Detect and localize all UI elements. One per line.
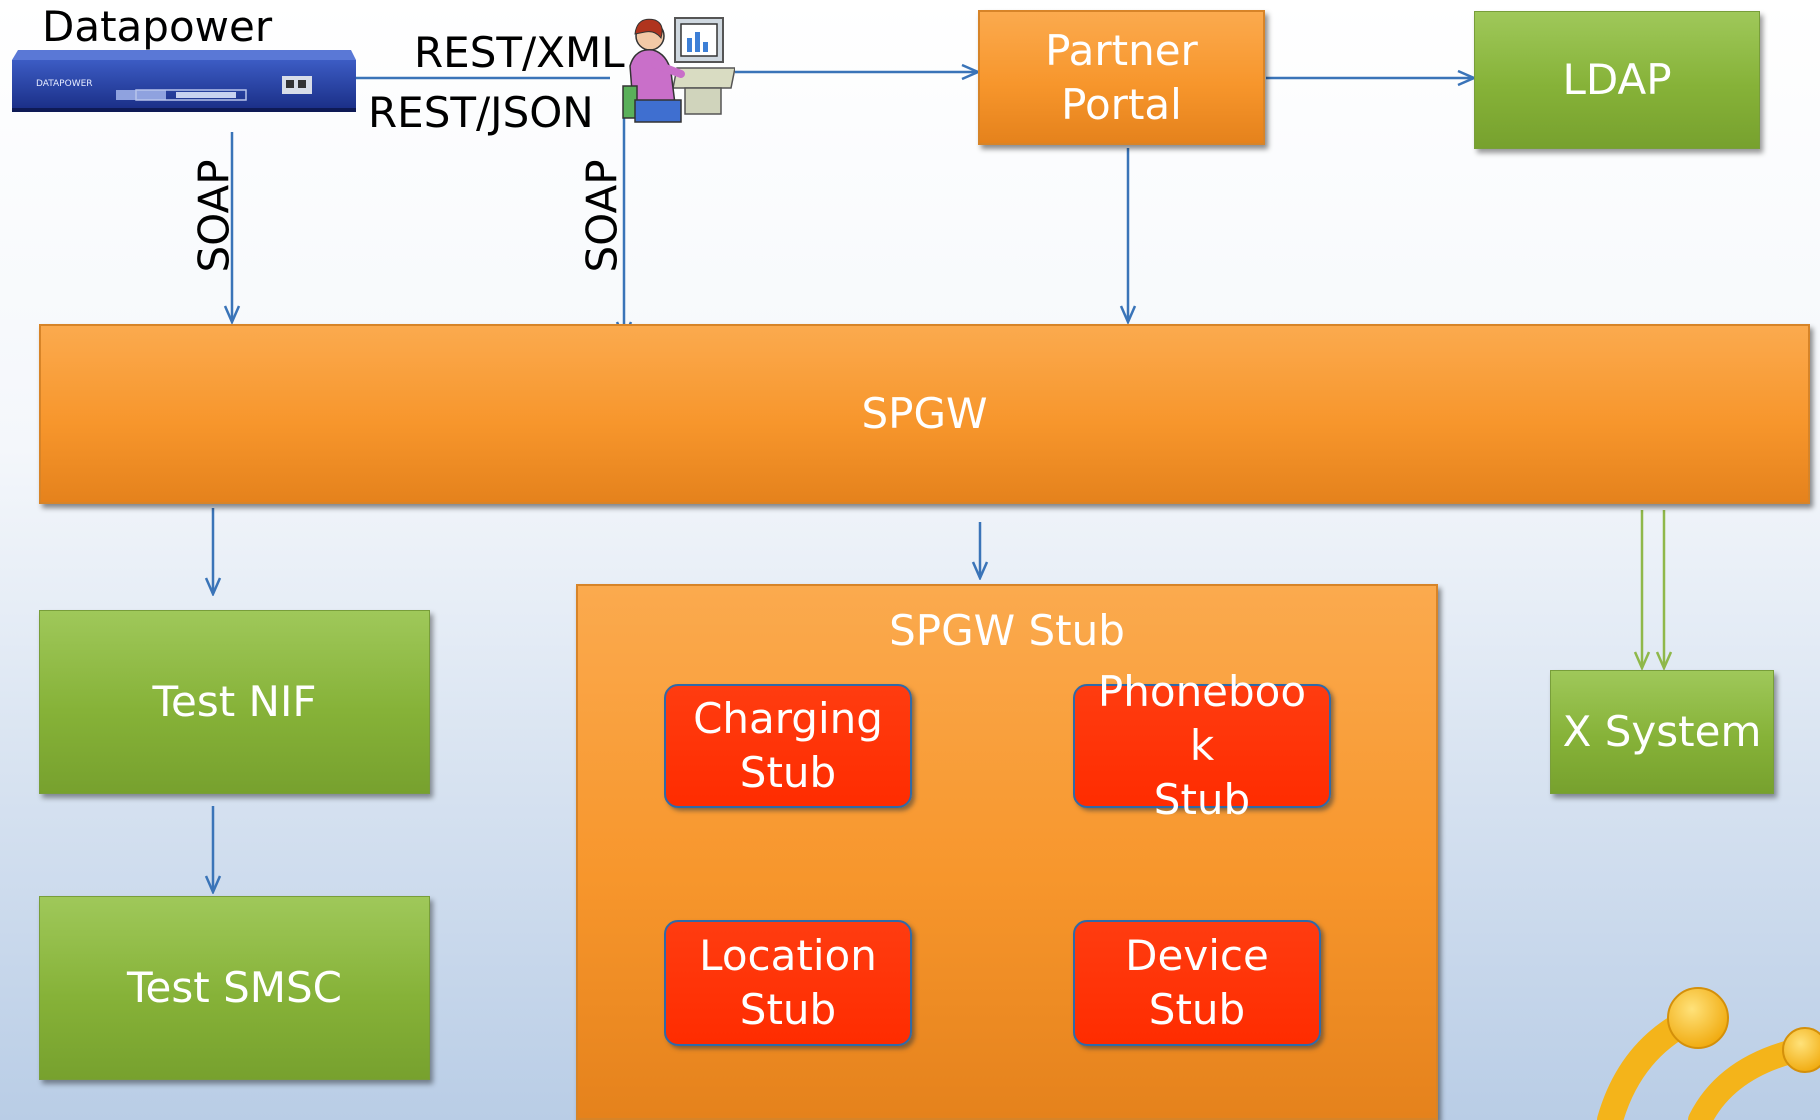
test-smsc-node: Test SMSC [39, 896, 430, 1080]
user-at-computer-icon [622, 17, 735, 123]
charging-stub-label-line2: Stub [739, 748, 837, 797]
x-system-label: X System [1562, 707, 1762, 757]
rest-xml-label: REST/XML [414, 28, 625, 77]
location-stub-label-line2: Stub [739, 985, 837, 1034]
device-stub-label-line1: Device [1125, 931, 1269, 981]
test-smsc-label: Test SMSC [127, 963, 342, 1013]
phonebook-stub-label-line2: k [1189, 721, 1215, 771]
rest-json-label: REST/JSON [368, 88, 594, 137]
soap-label-left: SOAP [189, 159, 239, 273]
ldap-node: LDAP [1474, 11, 1760, 149]
device-stub-label-line2: Stub [1148, 985, 1246, 1034]
charging-stub-label-line1: Charging [693, 694, 883, 744]
soap-label-mid: SOAP [577, 159, 627, 273]
partner-portal-node: Partner Portal [978, 10, 1265, 145]
spgw-stub-label: SPGW Stub [889, 606, 1125, 655]
x-system-node: X System [1550, 670, 1774, 794]
ldap-label: LDAP [1562, 55, 1672, 105]
test-nif-label: Test NIF [152, 677, 317, 727]
phonebook-stub-label-line1: Phoneboo [1097, 667, 1307, 717]
location-stub-node: Location Stub [664, 920, 912, 1046]
partner-portal-label-line1: Partner [1045, 25, 1198, 75]
svg-text:DATAPOWER: DATAPOWER [36, 79, 93, 89]
phonebook-stub-node: Phoneboo k Stub [1073, 667, 1331, 824]
datapower-appliance-icon: DATAPOWER [12, 50, 356, 112]
decorative-logo-icon [1597, 987, 1820, 1120]
device-stub-node: Device Stub [1073, 920, 1321, 1046]
phonebook-stub-label-line3: Stub [1153, 774, 1251, 824]
datapower-label: Datapower [42, 2, 273, 51]
charging-stub-node: Charging Stub [664, 684, 912, 808]
partner-portal-label-line2: Portal [1061, 79, 1182, 129]
test-nif-node: Test NIF [39, 610, 430, 794]
spgw-label: SPGW [861, 389, 988, 439]
spgw-node: SPGW [39, 324, 1810, 504]
location-stub-label-line1: Location [699, 931, 877, 981]
